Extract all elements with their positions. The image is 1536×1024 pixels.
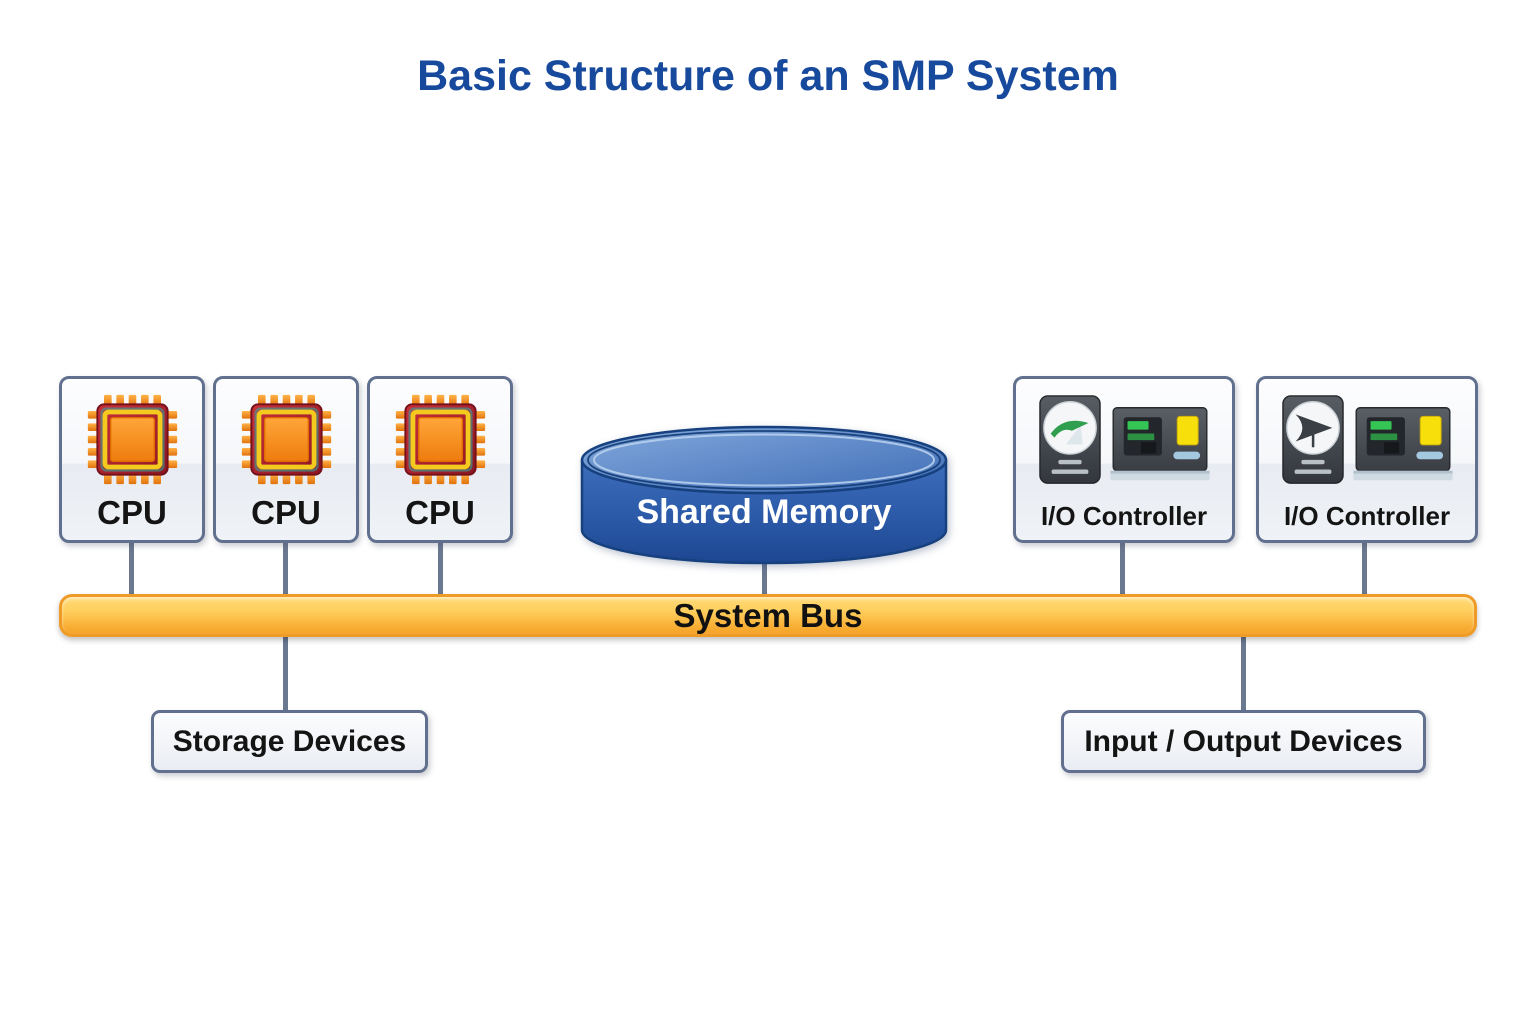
connector-bus-iodevices — [1241, 634, 1246, 712]
connector-iocontroller1-bus — [1120, 538, 1125, 596]
cpu-chip-icon — [87, 394, 177, 485]
diagram-title: Basic Structure of an SMP System — [417, 52, 1119, 100]
cpu-label: CPU — [97, 494, 167, 531]
node-storage-devices: Storage Devices — [151, 710, 428, 773]
connector-cpu3-bus — [438, 538, 443, 596]
node-shared-memory: Shared Memory — [577, 419, 951, 575]
storage-devices-label: Storage Devices — [172, 724, 407, 758]
cpu-chip-icon — [241, 394, 331, 485]
connector-bus-storage — [283, 634, 288, 712]
control-panel-icon — [1109, 407, 1210, 481]
cpu-label: CPU — [405, 494, 475, 531]
node-io-controller-2: I/O Controller — [1256, 376, 1478, 543]
connector-memory-bus — [762, 556, 767, 596]
io-controller-icons — [1037, 394, 1212, 486]
database-cylinder-icon — [580, 425, 948, 565]
node-cpu-2: CPU — [213, 376, 359, 543]
io-controller-label: I/O Controller — [1283, 501, 1451, 531]
io-controller-icons — [1280, 394, 1455, 486]
cpu-chip-icon — [395, 394, 485, 485]
connector-iocontroller2-bus — [1362, 538, 1367, 596]
input-output-devices-label: Input / Output Devices — [1084, 724, 1403, 758]
node-cpu-1: CPU — [59, 376, 205, 543]
control-panel-icon — [1352, 407, 1453, 481]
system-bus: System Bus — [59, 594, 1477, 637]
shared-memory-label: Shared Memory — [636, 493, 892, 531]
io-controller-label: I/O Controller — [1040, 501, 1208, 531]
gauge-clock-needle-icon — [1281, 395, 1344, 484]
cpu-label: CPU — [251, 494, 321, 531]
node-cpu-3: CPU — [367, 376, 513, 543]
gauge-green-needle-icon — [1038, 395, 1101, 484]
connector-cpu2-bus — [283, 538, 288, 596]
connector-cpu1-bus — [129, 538, 134, 596]
node-io-controller-1: I/O Controller — [1013, 376, 1235, 543]
system-bus-label: System Bus — [673, 596, 863, 634]
node-input-output-devices: Input / Output Devices — [1061, 710, 1426, 773]
